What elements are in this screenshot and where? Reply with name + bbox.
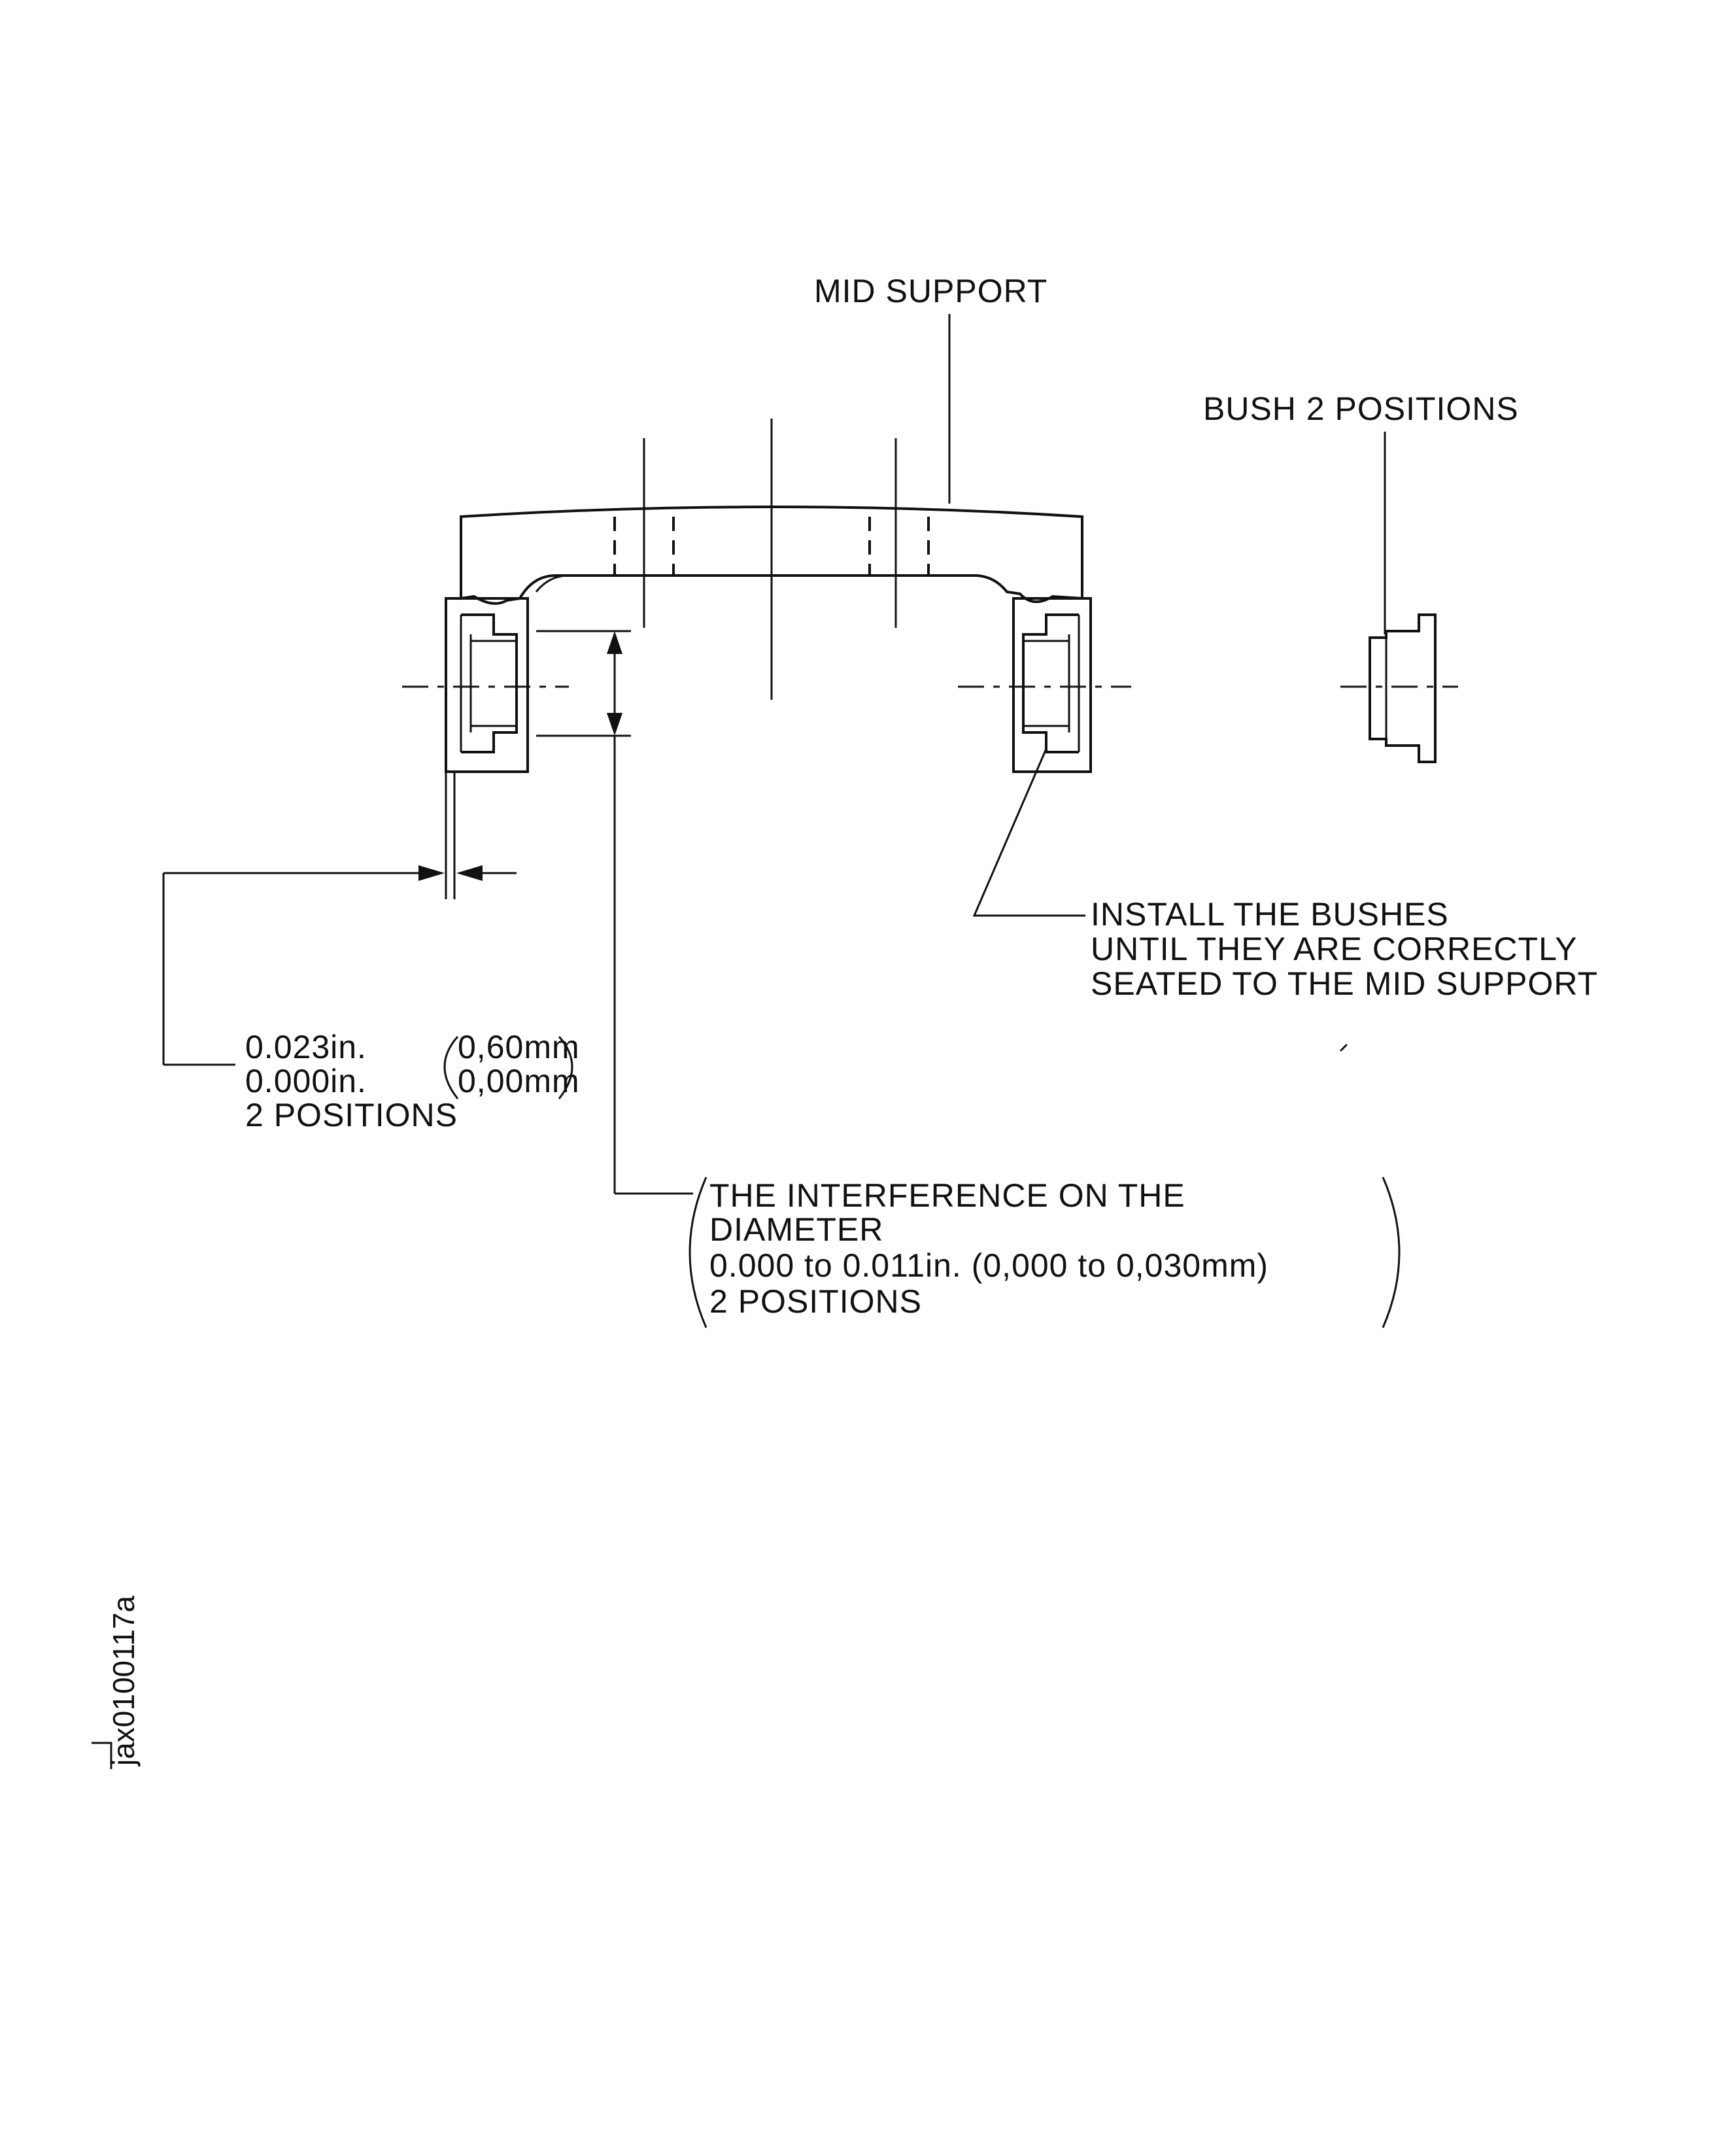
- install-note-line1: INSTALL THE BUSHES: [1091, 896, 1449, 933]
- standalone-bush: [1340, 613, 1458, 763]
- interference-line4: 2 POSITIONS: [709, 1283, 922, 1320]
- bush-positions-label: BUSH 2 POSITIONS: [1203, 390, 1519, 427]
- install-leader: [972, 748, 1085, 917]
- figure-id-bracket: [92, 1742, 112, 1769]
- gap-dimension: [162, 772, 517, 1066]
- interference-dimension: [536, 630, 693, 1195]
- gap-inch-max: 0.023in.: [245, 1029, 367, 1065]
- interference-line2: DIAMETER: [709, 1211, 883, 1248]
- gap-paren-left: [443, 1036, 459, 1099]
- left-leg-bush: [402, 597, 569, 773]
- figure-id-group: jax0100117a: [107, 1596, 141, 1767]
- stray-mark: [1339, 1043, 1348, 1052]
- interference-paren-right: [1382, 1177, 1401, 1328]
- interference-line3: 0.000 to 0.011in. (0,000 to 0,030mm): [709, 1247, 1268, 1284]
- gap-paren-right: [558, 1036, 573, 1099]
- gap-positions: 2 POSITIONS: [245, 1097, 458, 1133]
- mid-support-drawing: [460, 419, 1083, 700]
- gap-mm-max: 0,60mm: [458, 1029, 580, 1065]
- mid-support-label: MID SUPPORT: [814, 273, 1047, 309]
- install-note-line3: SEATED TO THE MID SUPPORT: [1091, 965, 1598, 1002]
- gap-inch-min: 0.000in.: [245, 1063, 367, 1099]
- interference-line1: THE INTERFERENCE ON THE: [709, 1177, 1185, 1214]
- interference-paren-left: [689, 1177, 707, 1328]
- figure-id: jax0100117a: [107, 1596, 141, 1767]
- right-leg-bush: [958, 597, 1131, 773]
- install-note-line2: UNTIL THEY ARE CORRECTLY: [1091, 931, 1578, 967]
- gap-mm-min: 0,00mm: [458, 1063, 580, 1099]
